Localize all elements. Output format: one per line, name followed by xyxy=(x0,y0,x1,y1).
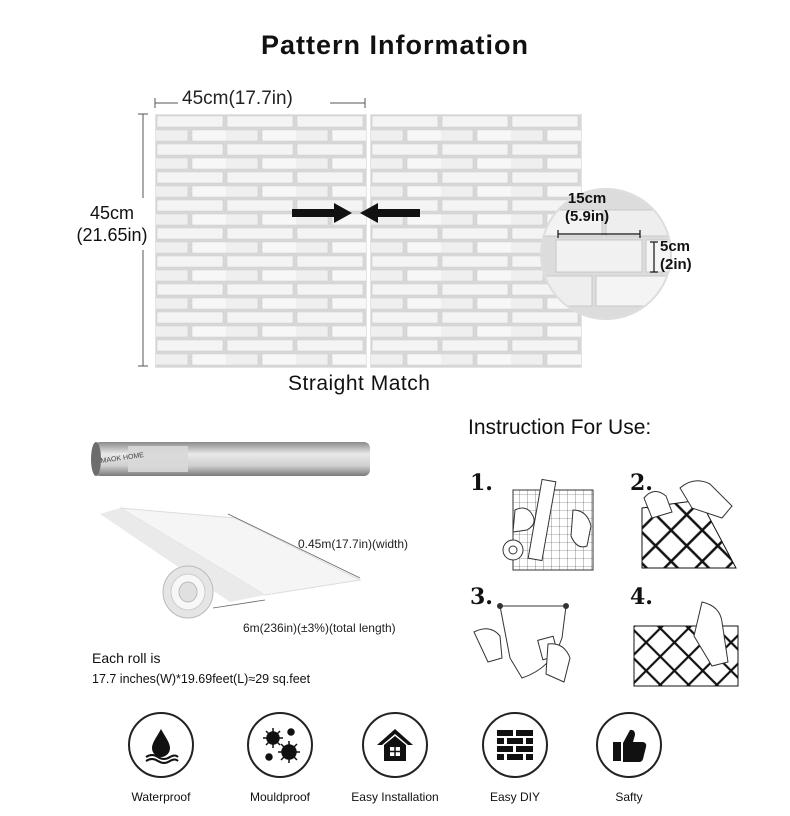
instructions-title: Instruction For Use: xyxy=(468,416,652,439)
feature-label: Mouldproof xyxy=(249,790,311,804)
step-3-number: 3. xyxy=(470,584,493,610)
zoom-detail-circle xyxy=(540,188,672,320)
feature-label: Easy DIY xyxy=(489,790,540,804)
page-title: Pattern Information xyxy=(260,30,529,60)
match-arrows xyxy=(292,203,420,223)
roll-length-label: 6m(236in)(±3%)(total length) xyxy=(243,621,396,635)
zoom-width-cm: 15cm xyxy=(567,190,607,207)
house-icon xyxy=(362,712,428,778)
feature-mouldproof: Mouldproof xyxy=(235,712,325,804)
step-2-illustration xyxy=(641,480,737,569)
roll-width-label: 0.45m(17.7in)(width) xyxy=(298,537,409,551)
zoom-height-label: 5cm (2in) xyxy=(660,238,692,274)
water-drop-icon xyxy=(128,712,194,778)
brick-wall-icon xyxy=(482,712,548,778)
step-1-number: 1. xyxy=(470,470,493,496)
step-4-number: 4. xyxy=(630,584,653,610)
step-1-illustration xyxy=(502,478,594,571)
brick-panel-left xyxy=(155,114,367,368)
height-cm: 45cm xyxy=(89,203,134,223)
height-dimension-label: 45cm (21.65in) xyxy=(70,202,154,246)
width-dimension-label: 45cm(17.7in) xyxy=(182,88,293,109)
feature-label: Waterproof xyxy=(131,790,191,804)
feature-label: Safty xyxy=(615,790,643,804)
thumbs-up-icon xyxy=(596,712,662,778)
arrow-right-icon xyxy=(292,203,352,223)
match-label: Straight Match xyxy=(288,372,431,395)
step-4-illustration xyxy=(633,601,739,687)
unrolled-wallpaper-diagram xyxy=(100,507,362,619)
feature-easy-installation: Easy Installation xyxy=(350,712,440,804)
zoom-width-label: 15cm (5.9in) xyxy=(565,190,609,226)
feature-label: Easy Installation xyxy=(351,790,439,804)
rolled-wallpaper-image: MAOK HOME xyxy=(91,442,370,476)
zoom-dimension-lines xyxy=(557,230,658,273)
zoom-height-in: (2in) xyxy=(660,256,692,273)
zoom-height-cm: 5cm xyxy=(660,238,691,255)
feature-easy-diy: Easy DIY xyxy=(470,712,560,804)
each-roll-label: Each roll is xyxy=(92,650,161,666)
height-in: (21.65in) xyxy=(76,225,148,245)
mould-icon xyxy=(247,712,313,778)
dimension-lines xyxy=(138,98,366,367)
step-2-number: 2. xyxy=(630,470,653,496)
arrow-left-icon xyxy=(360,203,420,223)
roll-spec-label: 17.7 inches(W)*19.69feet(L)≈29 sq.feet xyxy=(92,672,311,686)
step-3-illustration xyxy=(473,603,571,683)
feature-safety: Safty xyxy=(584,712,674,804)
zoom-width-in: (5.9in) xyxy=(565,208,610,225)
feature-waterproof: Waterproof xyxy=(116,712,206,804)
